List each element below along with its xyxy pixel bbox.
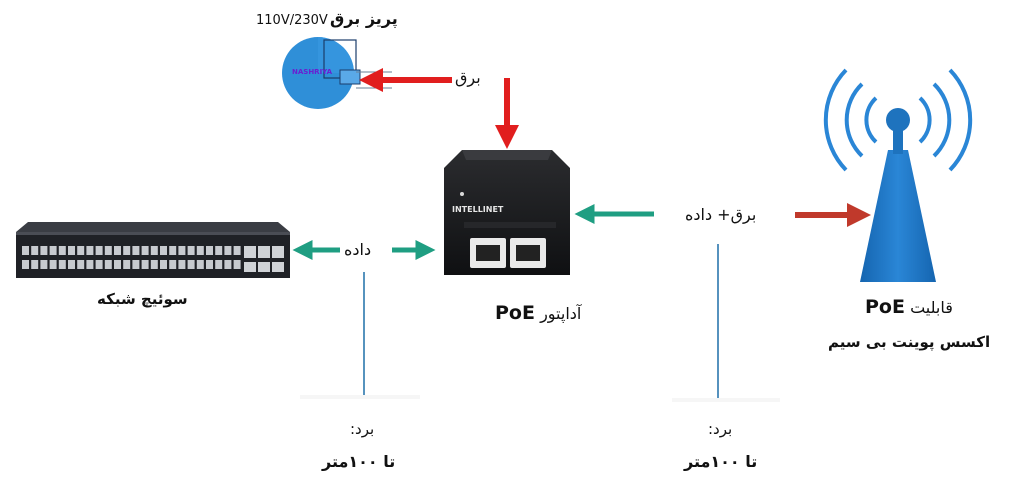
switch-port (233, 246, 241, 255)
outlet-icon (282, 37, 392, 109)
power-label: برق (455, 68, 481, 87)
switch-port (31, 246, 39, 255)
switch-port (22, 260, 29, 269)
adapter-caption: آداپتور PoE (495, 302, 581, 324)
range-right-label: برد: (708, 420, 733, 438)
data-label: داده (344, 240, 372, 259)
switch-port (215, 260, 223, 269)
poe-adapter-icon (444, 150, 570, 275)
switch-port (160, 260, 167, 269)
switch-port (123, 246, 131, 255)
outlet-brand: NASHRIYA (292, 68, 332, 76)
switch-port (224, 260, 232, 269)
switch-port (31, 260, 39, 269)
access-point-tower-icon (823, 68, 973, 282)
switch-port (196, 246, 204, 255)
outlet-voltage: 110V/230V (256, 13, 328, 28)
switch-port (40, 246, 48, 255)
switch-port (132, 246, 140, 255)
switch-port (224, 246, 232, 255)
baseline-strip-right (672, 398, 780, 402)
switch-port (169, 260, 177, 269)
switch-port (68, 260, 75, 269)
adapter-caption-main: آداپتور (540, 304, 582, 323)
switch-port (95, 260, 103, 269)
switch-port (86, 246, 94, 255)
switch-port (123, 260, 131, 269)
network-switch-icon (16, 222, 290, 278)
switch-port (215, 246, 223, 255)
switch-port (49, 260, 57, 269)
switch-port (114, 260, 121, 269)
switch-port (104, 260, 112, 269)
switch-port (22, 246, 29, 255)
switch-port (86, 260, 94, 269)
switch-port (68, 246, 75, 255)
adapter-brand: INTELLINET (452, 205, 504, 214)
access-point-caption: قابلیت PoE (865, 296, 953, 318)
switch-port (178, 260, 186, 269)
outlet-title: پریز برق (330, 9, 398, 28)
switch-caption: سوئیچ شبکه (97, 290, 188, 308)
range-left-label: برد: (350, 420, 375, 438)
switch-port (206, 246, 213, 255)
switch-port (49, 246, 57, 255)
adapter-caption-poe: PoE (495, 302, 535, 324)
range-right-value: تا ۱۰۰متر (684, 452, 758, 471)
access-point-caption-main: قابلیت (910, 298, 953, 317)
switch-port (132, 260, 140, 269)
switch-port (206, 260, 213, 269)
switch-port (178, 246, 186, 255)
access-point-caption-poe: PoE (865, 296, 905, 318)
switch-port (196, 260, 204, 269)
range-left-value: تا ۱۰۰متر (322, 452, 396, 471)
power-data-label: برق+ داده (685, 205, 757, 224)
access-point-subcaption: اکسس پوینت بی سیم (828, 333, 991, 351)
switch-port (150, 246, 158, 255)
switch-port (187, 260, 195, 269)
switch-port (141, 246, 149, 255)
switch-port (187, 246, 195, 255)
baseline-strip-left (300, 395, 420, 399)
switch-port (150, 260, 158, 269)
switch-port (169, 246, 177, 255)
switch-port (104, 246, 112, 255)
switch-port (160, 246, 167, 255)
switch-port (141, 260, 149, 269)
switch-port (77, 260, 85, 269)
switch-port (95, 246, 103, 255)
switch-port (233, 260, 241, 269)
switch-port (58, 246, 66, 255)
switch-port (77, 246, 85, 255)
switch-port (58, 260, 66, 269)
switch-port (114, 246, 121, 255)
switch-port (40, 260, 48, 269)
